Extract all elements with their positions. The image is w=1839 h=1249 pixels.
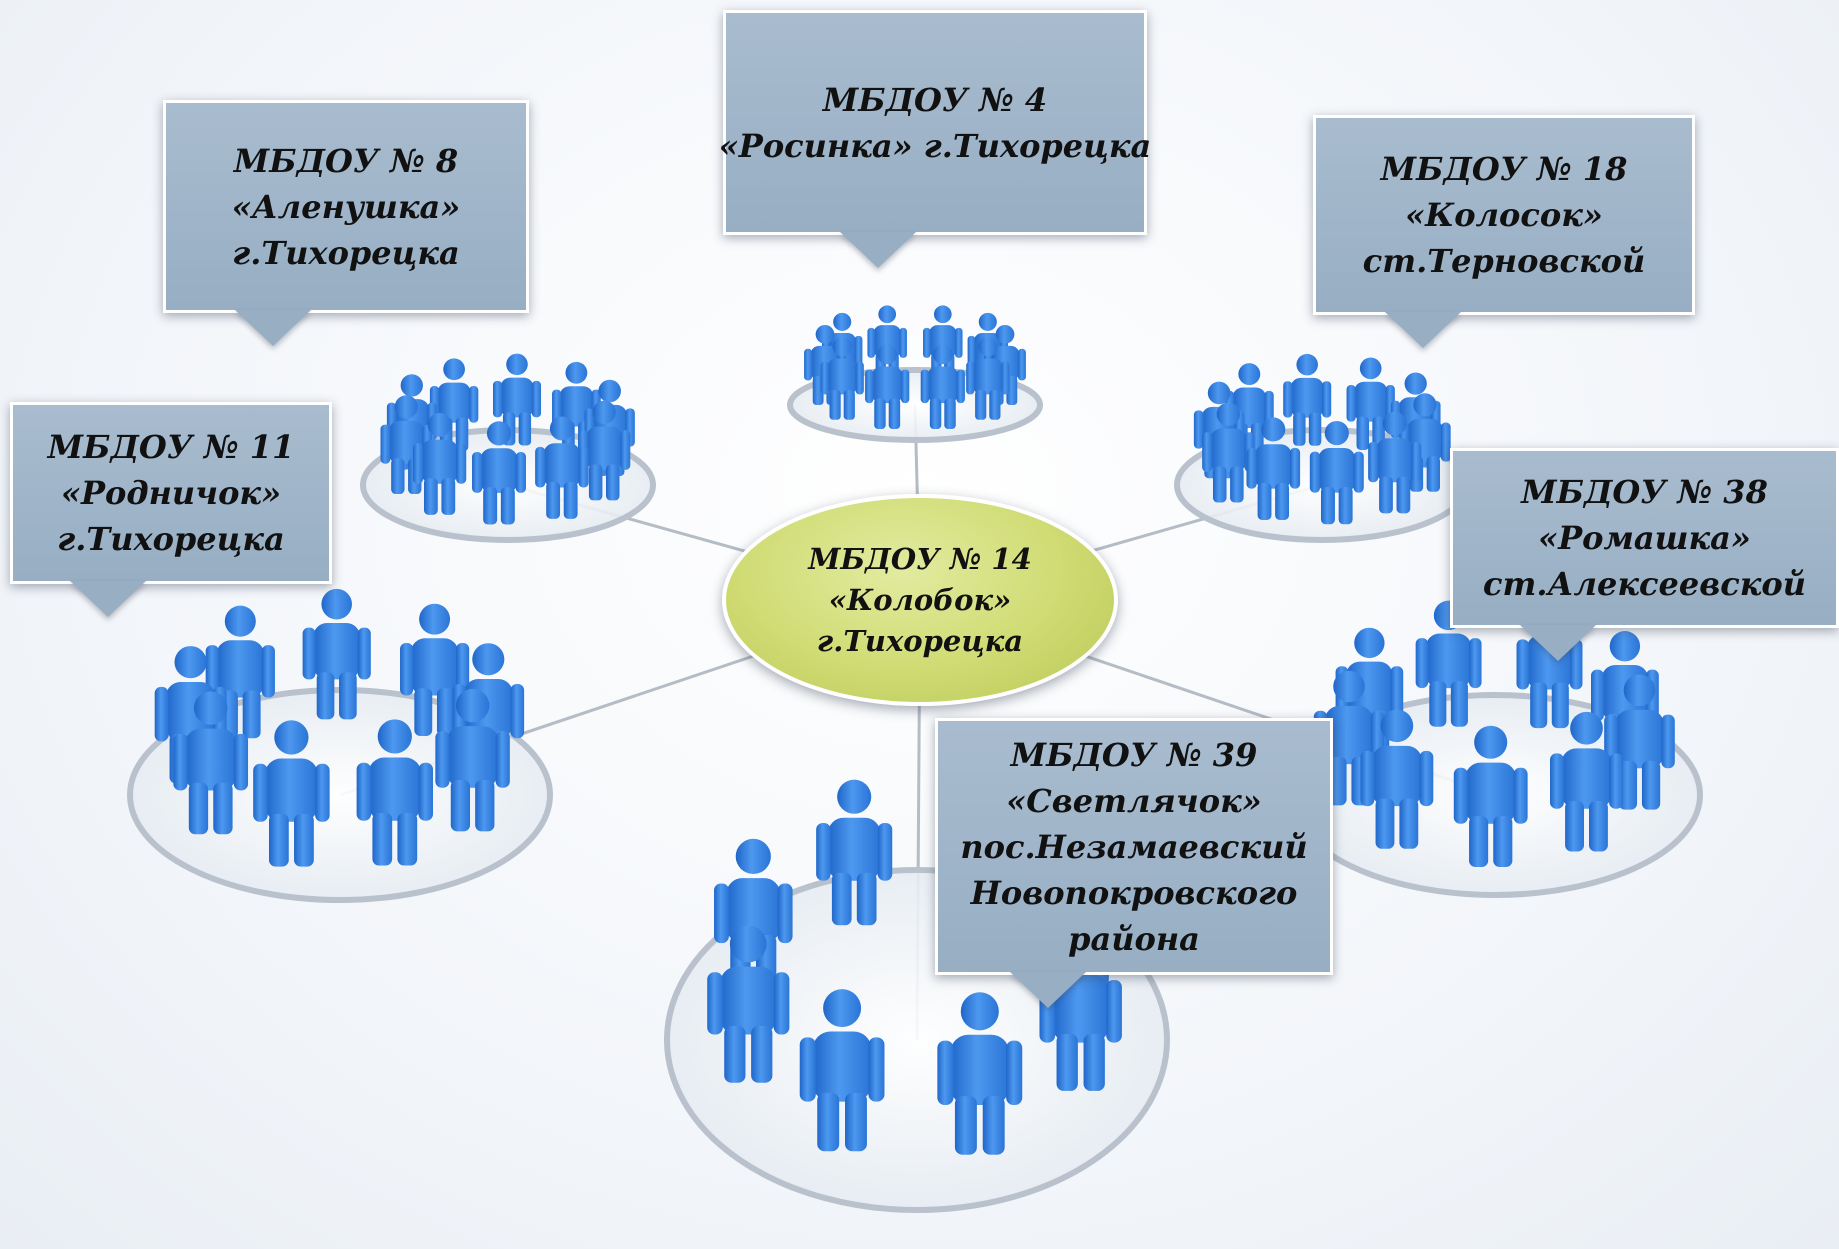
callout-line: ст.Алексеевской xyxy=(1483,565,1806,603)
callout-line: МБДОУ № 8 xyxy=(233,141,459,180)
central-node-line-3: г.Тихорецка xyxy=(816,623,1024,658)
callout-line: МБДОУ № 39 xyxy=(1010,735,1258,774)
callout-line: Новопокровского xyxy=(970,873,1298,912)
callout-line: МБДОУ № 4 xyxy=(822,80,1048,119)
callout-line: «Аленушка» xyxy=(231,187,461,226)
callout-mbdou-18: МБДОУ № 18 «Колосок» ст.Терновской xyxy=(1313,115,1695,315)
callout-pointer xyxy=(235,310,311,346)
callout-line: г.Тихорецка xyxy=(57,520,285,558)
callout-line: МБДОУ № 11 xyxy=(47,428,295,466)
callout-line: «Росинка» г.Тихорецка xyxy=(718,126,1152,165)
central-node-line-2: «Колобок» xyxy=(828,582,1012,617)
callout-mbdou-4: МБДОУ № 4 «Росинка» г.Тихорецка xyxy=(719,10,1151,235)
callout-line: ст.Терновской xyxy=(1362,242,1646,280)
callout-line: МБДОУ № 38 xyxy=(1521,473,1768,511)
callout-line: МБДОУ № 18 xyxy=(1380,150,1628,188)
callout-pointer xyxy=(70,581,146,617)
callout-line: «Родничок» xyxy=(60,474,282,512)
central-node-line-1: МБДОУ № 14 xyxy=(808,541,1032,576)
central-node-mbdou-14: МБДОУ № 14 «Колобок» г.Тихорецка xyxy=(722,494,1118,706)
callout-pointer xyxy=(1385,312,1461,348)
callout-line: «Колосок» xyxy=(1405,196,1603,234)
callout-pointer xyxy=(840,232,916,268)
callout-line: г.Тихорецка xyxy=(232,233,460,272)
callout-mbdou-8: МБДОУ № 8 «Аленушка» г.Тихорецка xyxy=(163,100,529,313)
callout-line: пос.Незамаевский xyxy=(960,827,1308,866)
callout-line: района xyxy=(1068,919,1200,958)
callout-mbdou-38: МБДОУ № 38 «Ромашка» ст.Алексеевской xyxy=(1450,448,1839,628)
callout-mbdou-11: МБДОУ № 11 «Родничок» г.Тихорецка xyxy=(10,402,332,584)
callout-line: «Ромашка» xyxy=(1538,519,1751,557)
callout-pointer xyxy=(1010,972,1086,1008)
callout-line: «Светлячок» xyxy=(1006,781,1262,820)
callout-pointer xyxy=(1520,625,1596,661)
callout-mbdou-39: МБДОУ № 39 «Светлячок» пос.Незамаевский … xyxy=(935,718,1333,975)
